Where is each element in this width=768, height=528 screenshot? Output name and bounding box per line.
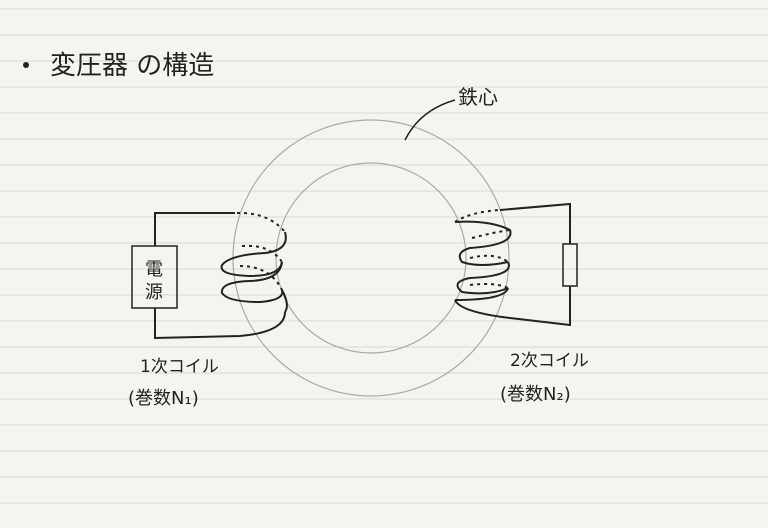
power-source-label-top: 電 — [145, 259, 163, 280]
secondary-circuit — [454, 202, 578, 327]
core-label: 鉄心 — [458, 85, 498, 109]
core-leader-line — [404, 99, 456, 141]
bullet-point — [23, 62, 29, 68]
core-inner-edge — [275, 162, 467, 354]
secondary-turns-label: (巻数N₂) — [500, 384, 571, 405]
power-source-label-bottom: 源 — [145, 282, 163, 303]
page-title: 変圧器 の構造 — [50, 51, 214, 81]
primary-coil-label: 1次コイル — [140, 357, 219, 377]
load-resistor — [562, 243, 578, 287]
ruled-lines — [0, 8, 768, 504]
primary-circuit — [131, 211, 288, 340]
secondary-coil-label: 2次コイル — [510, 351, 589, 371]
core-outer-edge — [232, 119, 510, 397]
primary-turns-label: (巻数N₁) — [128, 388, 199, 409]
